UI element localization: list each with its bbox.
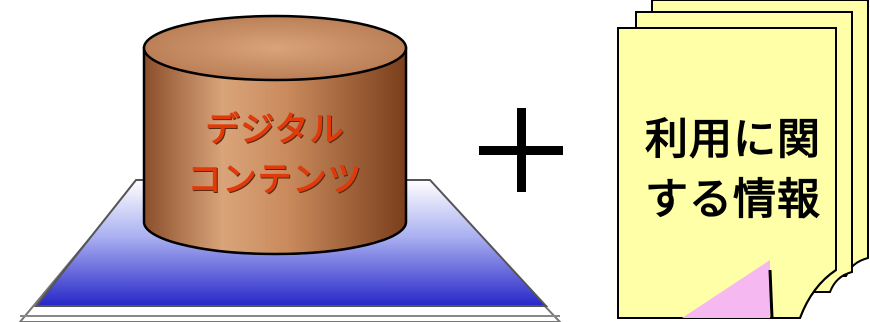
document-label-line2: する情報 [645, 175, 821, 225]
document-stack [617, 0, 869, 319]
database-cylinder [142, 14, 408, 256]
plus-icon [479, 108, 563, 192]
database-label-line1: デジタル [205, 110, 345, 150]
document-label-line1: 利用に関 [645, 115, 821, 165]
database-label-line2: コンテンツ [187, 160, 363, 200]
